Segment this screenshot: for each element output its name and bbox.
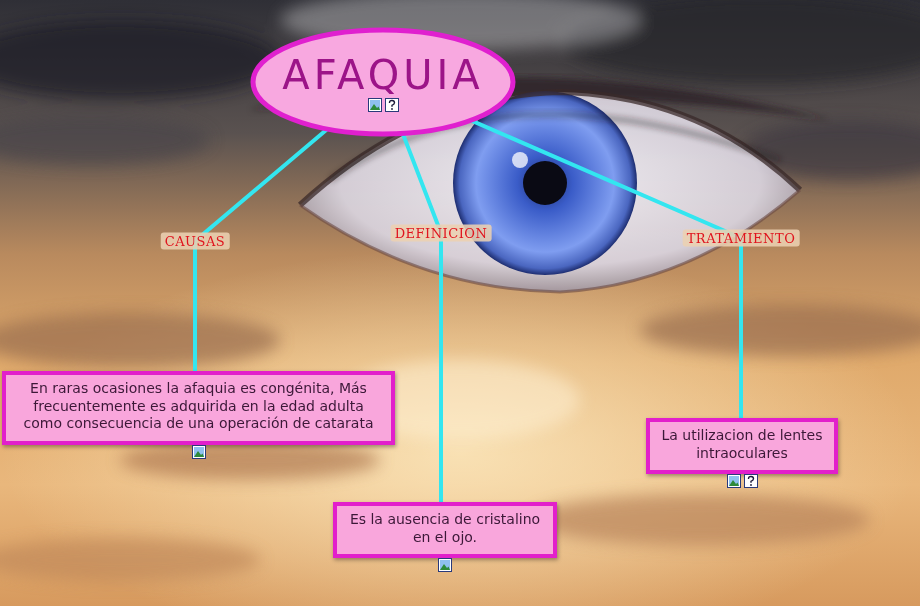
connector-line [403, 133, 441, 502]
edge-label: CAUSAS [161, 233, 230, 250]
box-text: En raras ocasiones la afaquia es congéni… [14, 380, 383, 433]
note-icon [744, 474, 758, 488]
title-text: AFAQUIA [282, 52, 483, 98]
definition-box: Es la ausencia de cristalino en el ojo. [333, 502, 557, 558]
image-icon [438, 558, 452, 572]
edge-label: DEFINICION [391, 225, 492, 242]
box-text: La utilizacion de lentes intraoculares [658, 427, 826, 462]
box-text: Es la ausencia de cristalino en el ojo. [345, 511, 545, 546]
title-ellipse: AFAQUIA [250, 27, 516, 137]
connector-line [195, 129, 327, 371]
treatment-box: La utilizacion de lentes intraoculares [646, 418, 838, 474]
note-icon [385, 98, 399, 112]
cause-box: En raras ocasiones la afaquia es congéni… [2, 371, 395, 445]
edge-label: TRATAMIENTO [683, 230, 800, 247]
image-icon [727, 474, 741, 488]
image-icon [192, 445, 206, 459]
image-icon [368, 98, 382, 112]
connector-line [471, 120, 741, 418]
